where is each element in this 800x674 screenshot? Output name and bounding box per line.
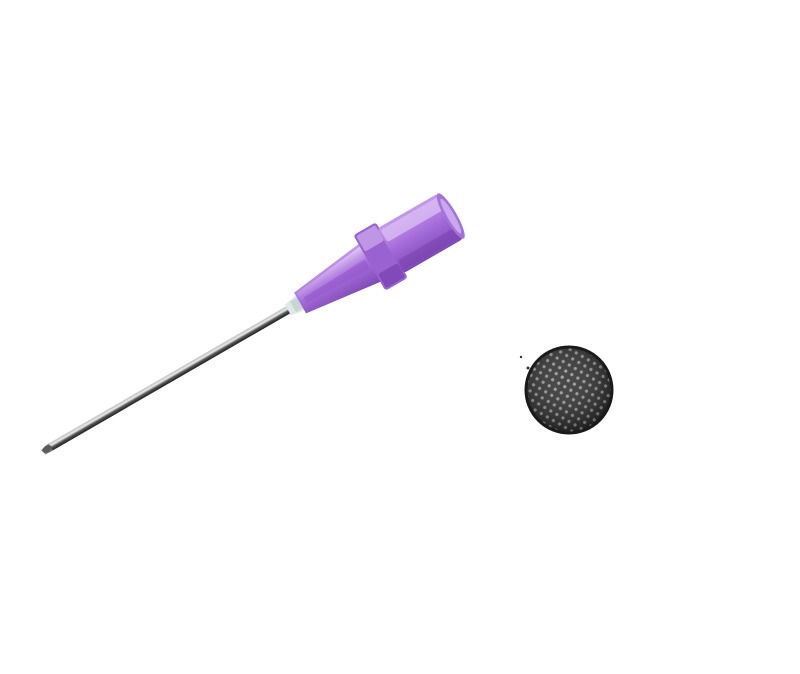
needle-cannula	[41, 303, 296, 455]
needle-collar	[284, 294, 307, 316]
speck	[519, 355, 523, 359]
mesh-disc	[519, 345, 614, 435]
speck	[526, 366, 530, 370]
needle-hub	[294, 193, 465, 314]
needle	[41, 193, 465, 455]
